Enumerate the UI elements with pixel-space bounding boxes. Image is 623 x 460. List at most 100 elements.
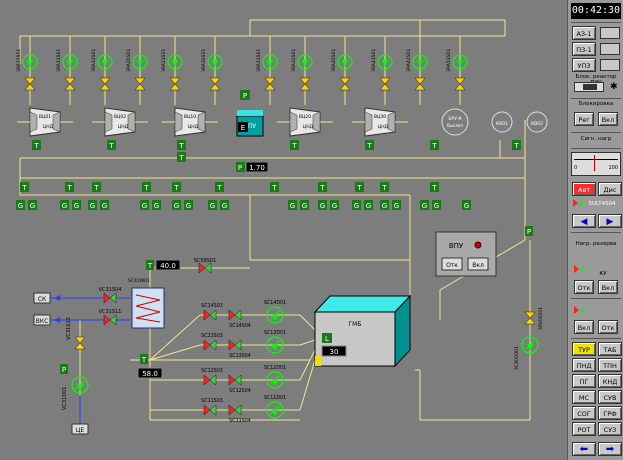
- vpu-on-label: Вкл: [472, 262, 484, 269]
- nav-left-button[interactable]: ⬅: [572, 442, 596, 456]
- az1-indicator: [600, 27, 620, 39]
- svg-text:G: G: [320, 202, 325, 210]
- system-button-ПГ[interactable]: ПГ: [572, 374, 596, 388]
- temp-box-2: T 58.0: [137, 354, 163, 379]
- power-slider-handle[interactable]: [583, 84, 597, 90]
- g-indicator: G: [380, 200, 389, 210]
- second-indicator-icon-2: [579, 306, 584, 314]
- top-valve[interactable]: 3RA12S01: [91, 36, 113, 105]
- system-button-ПНД[interactable]: ПНД: [572, 358, 596, 372]
- left-arrow-button[interactable]: ◀: [572, 214, 596, 228]
- top-valve[interactable]: 3RA40S01: [331, 36, 353, 105]
- system-button-МС[interactable]: МС: [572, 390, 596, 404]
- dist-button[interactable]: Дис: [598, 182, 622, 196]
- top-valve-label: 3RA10S01: [16, 49, 22, 72]
- bru-sub-label: Выхлоп: [447, 123, 463, 128]
- outlet-sk-label: СК: [38, 296, 47, 303]
- top-valve[interactable]: 3RA31S01: [256, 36, 278, 105]
- svg-text:T: T: [93, 184, 99, 192]
- svg-text:T: T: [513, 142, 519, 150]
- svg-text:G: G: [154, 202, 159, 210]
- sc-pump-label: SC14D01: [264, 300, 286, 306]
- nav-right-button[interactable]: ➡: [598, 442, 622, 456]
- top-valve-label: 3RA51S01: [446, 49, 452, 72]
- g-indicator: G: [28, 200, 37, 210]
- power-slider[interactable]: [574, 82, 604, 92]
- top-valve[interactable]: 3RA11S01: [56, 36, 78, 105]
- gmb-tank: ГМБ L 30: [313, 294, 412, 368]
- svg-text:G: G: [30, 202, 35, 210]
- t-indicator: T: [512, 140, 521, 150]
- upz-button[interactable]: УПЗ: [572, 58, 596, 72]
- top-valve-label: 3RA41S01: [371, 49, 377, 72]
- top-valve[interactable]: 3RA51S01: [446, 36, 468, 105]
- top-valve[interactable]: 3RA30S01: [201, 36, 223, 105]
- vpu-label: ВПУ: [244, 123, 257, 130]
- pz1-button[interactable]: ПЗ-1: [572, 42, 596, 56]
- bru-group: БРУ-К Выхлоп КВ01 КВ02: [441, 108, 548, 136]
- ku-on-button[interactable]: Вкл: [598, 280, 618, 294]
- right-valve-label: 3RV00S01: [538, 307, 544, 330]
- g-indicator: G: [184, 200, 193, 210]
- top-valve[interactable]: 3RA20S01: [126, 36, 148, 105]
- ku-off-button[interactable]: Отк: [574, 280, 594, 294]
- turbine-label: ВЦ30: [374, 114, 386, 120]
- top-valve-label: 3RA32S01: [291, 49, 297, 72]
- vpu-e-label: E: [241, 124, 245, 132]
- power-star-icon: ✱: [610, 82, 618, 92]
- top-valve[interactable]: 3RA21S01: [161, 36, 183, 105]
- vpu-on-button[interactable]: [467, 257, 489, 271]
- valve-code: SULT4S04: [588, 201, 616, 207]
- top-valve-row: 3RA10S01 3RA11S01 3RA12S01 3RA20S01 3RA21S01…: [16, 36, 468, 105]
- g-indicator: G: [220, 200, 229, 210]
- system-button-СУВ[interactable]: СУВ: [598, 390, 622, 404]
- svg-text:G: G: [90, 202, 95, 210]
- system-button-СОГ[interactable]: СОГ: [572, 406, 596, 420]
- system-button-ТУР[interactable]: ТУР: [572, 342, 596, 356]
- system-button-ТПН[interactable]: ТПН: [598, 358, 622, 372]
- t-indicator: T: [142, 182, 151, 192]
- upz-indicator: [600, 59, 620, 71]
- second-off-button[interactable]: Отк: [598, 320, 618, 334]
- top-valve[interactable]: 3RA41S01: [371, 36, 393, 105]
- system-button-СУЗ[interactable]: СУЗ: [598, 422, 622, 436]
- block-reg-button[interactable]: Рег: [574, 112, 594, 126]
- svg-text:G: G: [174, 202, 179, 210]
- t-indicator: T: [172, 182, 181, 192]
- signal-label: Сигн. нагр: [580, 136, 612, 142]
- clock: 00:42:30: [571, 3, 621, 19]
- system-button-КНД[interactable]: КНД: [598, 374, 622, 388]
- svg-text:T: T: [178, 142, 184, 150]
- top-valve[interactable]: 3RA10S01: [16, 36, 38, 105]
- system-button-ГРФ[interactable]: ГРФ: [598, 406, 622, 420]
- valve-sc59s01[interactable]: SC59S01: [194, 258, 217, 274]
- auto-button[interactable]: Авт: [572, 182, 596, 196]
- gmb-label: ГМБ: [349, 321, 362, 328]
- g-indicator: G: [16, 200, 25, 210]
- g-indicator: G: [208, 200, 217, 210]
- sc-pump-label: SC11D01: [264, 395, 286, 401]
- valve-vc31s13-label: VC31S13: [66, 317, 72, 340]
- top-valve[interactable]: 3RA32S01: [291, 36, 313, 105]
- t-indicator: T: [365, 140, 374, 150]
- t-indicator: T: [380, 182, 389, 192]
- vpu-block[interactable]: ВПУ E: [236, 110, 264, 137]
- top-valve-label: 3RA21S01: [161, 49, 167, 72]
- right-arrow-button[interactable]: ▶: [598, 214, 622, 228]
- system-button-ТАБ[interactable]: ТАБ: [598, 342, 622, 356]
- az1-button[interactable]: АЗ-1: [572, 26, 596, 40]
- turbine-sub-label: ЦНД: [378, 124, 389, 130]
- block-on-button[interactable]: Вкл: [598, 112, 618, 126]
- top-valve[interactable]: 3RA42S01: [406, 36, 428, 105]
- sc-valve-label: SC11S04: [229, 418, 251, 424]
- turbine-label: ВЦ02: [114, 114, 126, 120]
- vpu-off-button[interactable]: [441, 257, 463, 271]
- system-button-РОТ[interactable]: РОТ: [572, 422, 596, 436]
- turbine-label: ВЦ20: [299, 114, 311, 120]
- g-indicator: G: [100, 200, 109, 210]
- second-on-button[interactable]: Вкл: [574, 320, 594, 334]
